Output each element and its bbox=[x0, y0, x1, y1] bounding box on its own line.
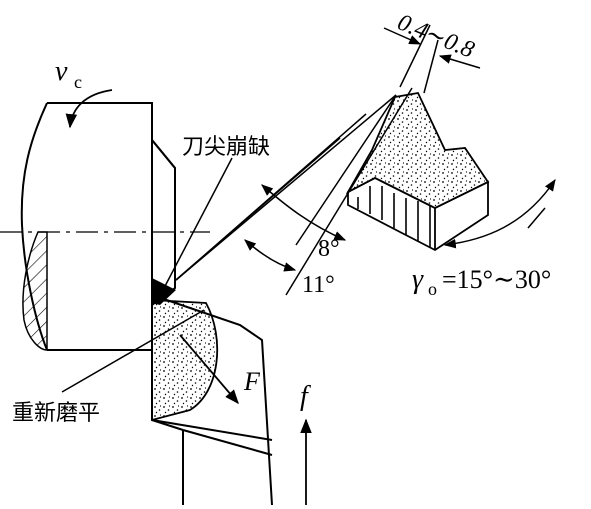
rake-symbol: γ bbox=[412, 264, 424, 295]
rake-subscript: o bbox=[428, 279, 437, 299]
cutting-speed-subscript: c bbox=[74, 72, 82, 92]
workpiece-section-hatch bbox=[22, 231, 48, 351]
chipped-tip bbox=[152, 278, 176, 305]
reground-face bbox=[151, 299, 219, 422]
land-width-arrow-right bbox=[438, 54, 481, 69]
regrind-label: 重新磨平 bbox=[12, 401, 100, 426]
cutting-speed-arrow bbox=[65, 89, 113, 129]
tip-chipping-leader bbox=[162, 157, 233, 291]
rake-range-label: =15°∼30° bbox=[442, 265, 551, 294]
land-width-label: 0.4∼0.8 bbox=[394, 9, 478, 63]
insert-section bbox=[345, 91, 490, 252]
force-label: F bbox=[243, 367, 261, 396]
cutting-speed-label: v bbox=[55, 56, 68, 87]
angle-8-arc bbox=[261, 184, 347, 241]
rake-ref-line bbox=[527, 207, 546, 229]
land-width-arrow-left bbox=[383, 27, 422, 45]
angle-8-label: 8° bbox=[318, 236, 340, 262]
angle-11-label: 11° bbox=[302, 272, 335, 298]
force-arrow bbox=[179, 334, 239, 405]
feed-label: f bbox=[300, 381, 311, 412]
rake-angle-arc bbox=[443, 179, 556, 249]
angle-11-arc bbox=[244, 239, 297, 272]
tip-chipping-label: 刀尖崩缺 bbox=[182, 135, 270, 160]
regrind-leader bbox=[61, 309, 205, 393]
